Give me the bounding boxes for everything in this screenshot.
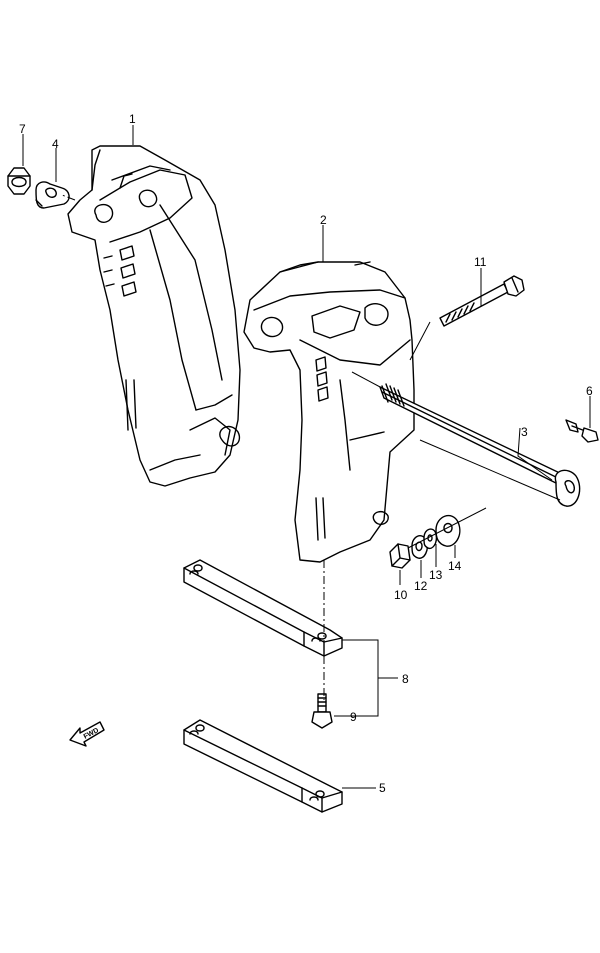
callout-3: 3 xyxy=(521,425,528,439)
callout-12: 12 xyxy=(414,579,428,593)
bolt-9 xyxy=(311,693,333,729)
callout-2: 2 xyxy=(320,213,327,227)
callout-11: 11 xyxy=(474,255,487,269)
callout-4: 4 xyxy=(52,137,59,151)
through-tube xyxy=(351,371,581,507)
callout-1: 1 xyxy=(129,112,136,126)
callout-7: 7 xyxy=(19,122,26,136)
callout-13: 13 xyxy=(429,568,443,582)
callout-9: 9 xyxy=(350,710,357,724)
callout-14: 14 xyxy=(448,559,462,573)
fwd-label: FWD xyxy=(83,727,100,741)
washer-13 xyxy=(423,528,438,550)
callout-8: 8 xyxy=(402,672,409,686)
bolt-11 xyxy=(439,275,525,327)
washer-14 xyxy=(435,514,461,547)
spacer-plate-8 xyxy=(183,559,343,657)
callout-10: 10 xyxy=(394,588,408,602)
collar-nut-10 xyxy=(389,543,411,569)
clamp-bracket-left xyxy=(67,145,241,487)
bolt-6 xyxy=(565,419,599,443)
lock-plate-4 xyxy=(35,181,70,209)
center-line-left xyxy=(61,194,76,201)
spacer-plate-5 xyxy=(183,719,343,813)
fwd-arrow-icon: FWD xyxy=(69,721,105,747)
callout-labels: 1 2 3 4 5 6 7 8 9 10 11 12 13 14 xyxy=(19,112,593,795)
callout-6: 6 xyxy=(586,384,593,398)
assembly-leaders xyxy=(409,321,561,501)
clamp-bracket-right xyxy=(243,261,415,563)
leader-lines xyxy=(22,125,591,789)
callout-5: 5 xyxy=(379,781,386,795)
washer-leader xyxy=(407,507,487,549)
nut-7 xyxy=(7,167,31,195)
